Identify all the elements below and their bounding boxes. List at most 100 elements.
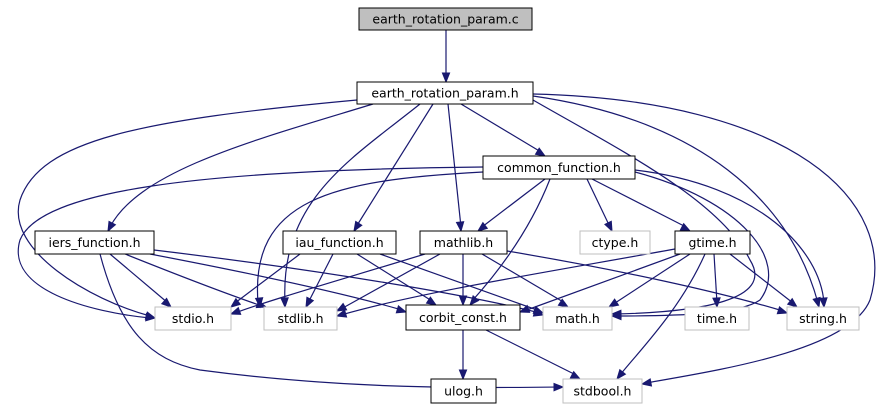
node-box <box>562 378 643 404</box>
node-label: gtime.h <box>688 235 736 250</box>
node-corbit[interactable]: corbit_const.h <box>405 304 521 331</box>
edge-iers-to-stdio <box>109 253 173 308</box>
edge-arrowhead <box>476 221 489 232</box>
node-math[interactable]: math.h <box>542 306 613 331</box>
edge-iers-to-corbit <box>149 253 408 314</box>
edge-arrowhead <box>776 306 789 315</box>
node-box <box>282 230 397 255</box>
graph-nodes: earth_rotation_param.c earth_rotation_par… <box>34 7 860 404</box>
node-common[interactable]: common_function.h <box>482 155 636 180</box>
node-label: string.h <box>799 311 847 326</box>
edge-line <box>481 253 566 304</box>
node-label: earth_rotation_param.c <box>372 12 518 27</box>
edge-iau-to-corbit <box>356 253 438 306</box>
edge-line <box>340 253 441 310</box>
edge-line <box>506 250 784 312</box>
graph-edges <box>17 30 876 392</box>
node-box <box>419 230 508 255</box>
node-string[interactable]: string.h <box>786 306 860 331</box>
edge-arrowhead <box>458 295 468 307</box>
edge-line <box>17 99 358 317</box>
edge-arrowhead <box>335 302 348 312</box>
edge-erp_h-to-mathlib <box>447 103 465 233</box>
node-label: stdlib.h <box>277 311 323 326</box>
node-ulog[interactable]: ulog.h <box>430 378 497 404</box>
node-label: ctype.h <box>592 235 639 250</box>
edge-line <box>481 178 546 228</box>
edge-line <box>379 253 541 312</box>
edge-line <box>124 253 263 307</box>
edge-mathlib-to-stdlib <box>335 253 441 312</box>
edge-line <box>619 253 706 376</box>
node-ctype[interactable]: ctype.h <box>579 230 651 255</box>
edge-corbit-to-stdbool <box>485 329 582 380</box>
node-iau[interactable]: iau_function.h <box>282 230 397 255</box>
edge-gtime-to-math <box>607 253 691 308</box>
node-stdio[interactable]: stdio.h <box>154 306 232 331</box>
edge-arrowhead <box>819 297 828 309</box>
edge-erp_h-to-iau <box>353 103 434 233</box>
edge-common-to-stdio <box>17 166 484 322</box>
edge-arrowhead <box>305 296 315 309</box>
edge-gtime-to-stdlib <box>335 248 676 318</box>
edge-iau-to-math <box>379 253 545 314</box>
edge-arrowhead <box>455 221 465 233</box>
node-stdbool[interactable]: stdbool.h <box>562 378 643 404</box>
edge-line <box>256 171 484 304</box>
node-stdlib[interactable]: stdlib.h <box>263 306 338 331</box>
edge-line <box>109 253 169 304</box>
node-label: common_function.h <box>497 160 621 175</box>
edge-erp_h-to-iers <box>107 103 374 233</box>
edge-line <box>17 166 484 319</box>
edge-arrowhead <box>145 312 157 322</box>
edge-line <box>591 178 687 228</box>
edge-line <box>149 253 403 311</box>
node-label: iers_function.h <box>48 235 140 250</box>
edge-line <box>532 93 876 384</box>
node-erp_h[interactable]: earth_rotation_param.h <box>356 81 534 105</box>
edge-line <box>284 103 421 304</box>
edge-arrowhead <box>607 298 620 308</box>
edge-common-to-mathlib <box>476 178 546 232</box>
edge-arrowhead <box>280 297 289 309</box>
edge-arrowhead <box>229 306 242 315</box>
edge-line <box>532 99 756 315</box>
node-iers[interactable]: iers_function.h <box>34 230 155 255</box>
node-label: earth_rotation_param.h <box>371 86 518 101</box>
edge-erp_h-to-string <box>532 95 821 309</box>
node-mathlib[interactable]: mathlib.h <box>419 230 508 255</box>
edge-arrowhead <box>812 296 821 309</box>
node-box <box>358 7 533 31</box>
node-box <box>34 230 155 255</box>
node-box <box>356 81 534 105</box>
edge-line <box>340 248 676 316</box>
node-root[interactable]: earth_rotation_param.c <box>358 7 533 31</box>
node-box <box>482 155 636 180</box>
node-gtime[interactable]: gtime.h <box>674 230 751 255</box>
edge-line <box>234 253 301 304</box>
edge-arrowhead <box>160 297 173 308</box>
node-label: corbit_const.h <box>419 310 507 325</box>
node-label: mathlib.h <box>434 235 493 250</box>
edge-arrowhead <box>229 297 242 308</box>
edge-arrowhead <box>712 297 721 309</box>
edge-arrowhead <box>553 382 565 392</box>
edge-erp_h-to-stdlib <box>280 103 421 309</box>
edge-arrowhead <box>557 298 570 308</box>
edge-line <box>234 253 426 314</box>
edge-arrowhead <box>518 304 531 313</box>
node-box <box>542 306 613 331</box>
node-label: math.h <box>555 311 600 326</box>
edge-arrowhead <box>604 220 613 233</box>
edge-arrowhead <box>786 297 799 308</box>
node-label: stdio.h <box>172 311 214 326</box>
node-label: time.h <box>697 311 737 326</box>
node-box <box>786 306 860 331</box>
edge-gtime-to-stdbool <box>616 253 706 381</box>
node-time[interactable]: time.h <box>684 306 750 331</box>
edge-line <box>447 103 462 228</box>
edge-line <box>355 103 434 228</box>
edge-line <box>109 103 374 228</box>
edge-arrowhead <box>353 220 363 233</box>
